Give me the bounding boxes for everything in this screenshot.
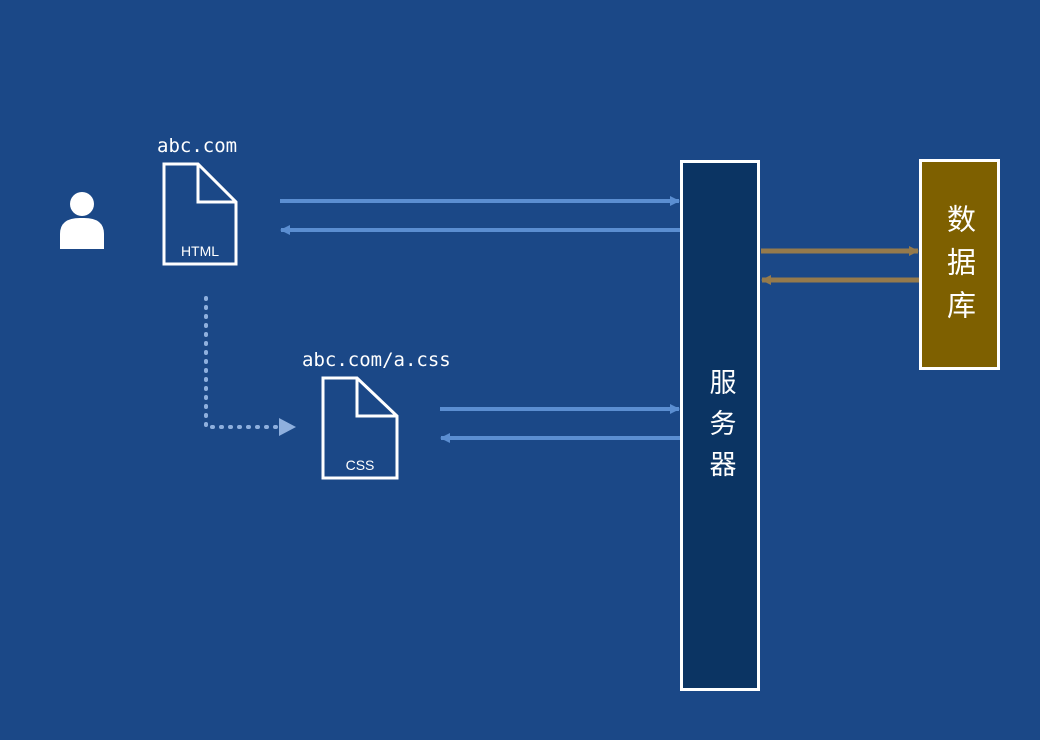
html-doc-label: HTML: [180, 243, 220, 259]
dotted-load-arrow: [204, 296, 296, 436]
server-label: 服务器: [704, 368, 736, 491]
server-box: 服务器: [680, 160, 760, 691]
database-box: 数据库: [919, 159, 1000, 370]
user-icon: [60, 192, 104, 249]
html-url-label: abc.com: [157, 135, 238, 157]
css-url-label: abc.com/a.css: [302, 349, 451, 371]
database-label: 数据库: [942, 204, 977, 333]
css-document-icon: [321, 376, 399, 480]
html-document-icon: [162, 162, 238, 266]
css-doc-label: CSS: [345, 457, 375, 473]
